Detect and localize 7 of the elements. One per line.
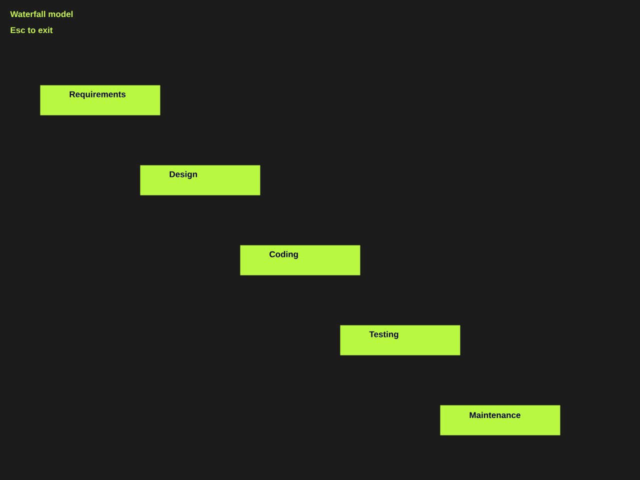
stage-box: Maintenance <box>440 405 560 436</box>
stage-box: Design <box>140 165 260 196</box>
title: Waterfall model <box>10 10 73 18</box>
hint-text: Esc to exit <box>10 26 53 34</box>
stage-box: Testing <box>340 325 460 356</box>
stage-box: Requirements <box>40 85 160 116</box>
stage-box: Coding <box>240 245 360 276</box>
